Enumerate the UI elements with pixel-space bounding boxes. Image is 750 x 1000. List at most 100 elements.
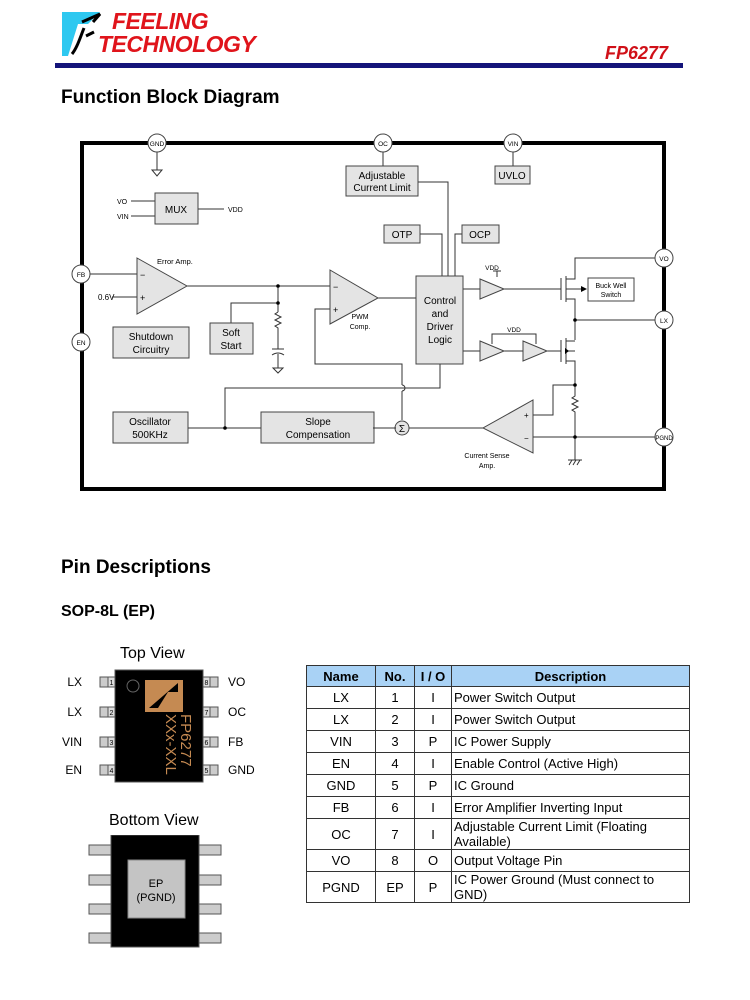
pin-number: 1 [110,680,114,687]
osc-label-1: Oscillator [129,417,171,428]
pin-name: LX [67,675,82,689]
adj-label-1: Adjustable [359,171,406,182]
pin-number-cell: 6 [375,796,415,819]
buck-label-1: Buck Well [596,283,627,290]
pin-description-cell: Power Switch Output [451,708,690,731]
error-amp [136,257,189,315]
buck-label-2: Switch [601,292,622,299]
logo-mark-icon [62,12,102,56]
otp-label: OTP [392,230,413,241]
bottom-pin-left [88,874,112,886]
pin-io-cell: I [414,796,452,819]
block-diagram-title: Function Block Diagram [61,87,280,108]
pin-fb-label: FB [77,272,85,279]
pin-number-cell: 3 [375,730,415,753]
slope-compensation-block [260,411,375,444]
slope-label-1: Slope [305,417,331,428]
pwm-label-2: Comp. [350,324,371,331]
mux-in-vo: VO [117,199,128,206]
bottom-pin-right [198,874,222,886]
pin-io-cell: P [414,871,452,903]
pin-name-cell: FB [306,796,376,819]
pin-oc-label: OC [378,141,388,148]
vdd-bottom-label: VDD [507,327,521,334]
pin-en-label: EN [76,340,85,347]
shutdown-circuitry-block [112,326,190,359]
pin-descriptions-title: Pin Descriptions [61,557,211,578]
soft-start-label-1: Soft [222,328,240,339]
pin-number-cell: 2 [375,708,415,731]
ep-label-2: (PGND) [136,892,175,904]
col-header-description: Description [451,665,690,687]
pin-number: 3 [110,740,114,747]
ea-minus: − [140,270,145,280]
pin-vo [654,248,674,268]
pin-number: 8 [205,680,209,687]
pin-description-cell: Error Amplifier Inverting Input [451,796,690,819]
bottom-pin-right [198,932,222,944]
pin-io-cell: I [414,818,452,850]
pin-description-cell: Output Voltage Pin [451,849,690,872]
pin-pgnd-label: PGND [655,436,673,442]
adjustable-current-limit-block [345,165,419,197]
pwm-comparator [329,269,380,325]
pin-name-cell: VIN [306,730,376,753]
slope-label-2: Compensation [286,430,350,441]
pin-io-cell: O [414,849,452,872]
pin-name: LX [67,705,82,719]
osc-label-2: 500KHz [132,430,168,441]
pin-fb [71,264,91,284]
ep-label-1: EP [149,878,164,890]
pin-lx-label: LX [660,318,669,325]
soft-start-label-2: Start [220,341,241,352]
mux-in-vin: VIN [117,214,129,221]
pin-vin-label: VIN [508,141,519,148]
pin-vo-label: VO [659,256,668,263]
pin-description-cell: Adjustable Current Limit (Floating Avail… [451,818,690,850]
bottom-pin-right [198,903,222,915]
bottom-view-package: EP (PGND) [88,835,222,948]
pin-number: 7 [205,710,209,717]
pin-name: EN [65,763,82,777]
pin-name-cell: LX [306,686,376,709]
vdd-top-label: VDD [485,265,499,272]
mux-block [154,192,199,225]
pin-number-cell: 1 [375,686,415,709]
ea-plus: + [140,293,145,303]
ocp-block [461,224,500,244]
control-driver-logic-block [415,275,464,365]
adj-label-2: Current Limit [353,183,410,194]
pin-number: 6 [205,740,209,747]
top-view-title: Top View [120,645,185,662]
cs-label-1: Current Sense [464,453,509,460]
mux-label: MUX [165,205,188,216]
pin-number-cell: 7 [375,818,415,850]
table-header-row: Name No. I / O Description [306,665,690,687]
part-number: FP6277 [604,43,668,63]
bottom-pin-left [88,932,112,944]
pin-io-cell: I [414,752,452,775]
pin-name-cell: OC [306,818,376,850]
package-pin-left: 4 EN [65,763,116,777]
function-block-diagram: GND OC VIN FB EN VO LX PGND MUX Adjustab… [71,133,674,491]
marking-line-1: FP6277 [177,714,194,767]
ctrl-label-3: Driver [427,322,454,333]
pin-gnd-label: GND [150,141,165,148]
pin-oc [373,133,393,153]
pin-number-cell: 8 [375,849,415,872]
pin-number: 4 [110,768,114,775]
pin-description-cell: Power Switch Output [451,686,690,709]
logo-line-technology: TECHNOLOGY [98,31,256,57]
cs-label-2: Amp. [479,463,495,470]
uvlo-label: UVLO [498,171,525,182]
sigma-icon: Σ [399,424,405,435]
ctrl-label-2: and [432,309,449,320]
pin-number: 5 [205,768,209,775]
